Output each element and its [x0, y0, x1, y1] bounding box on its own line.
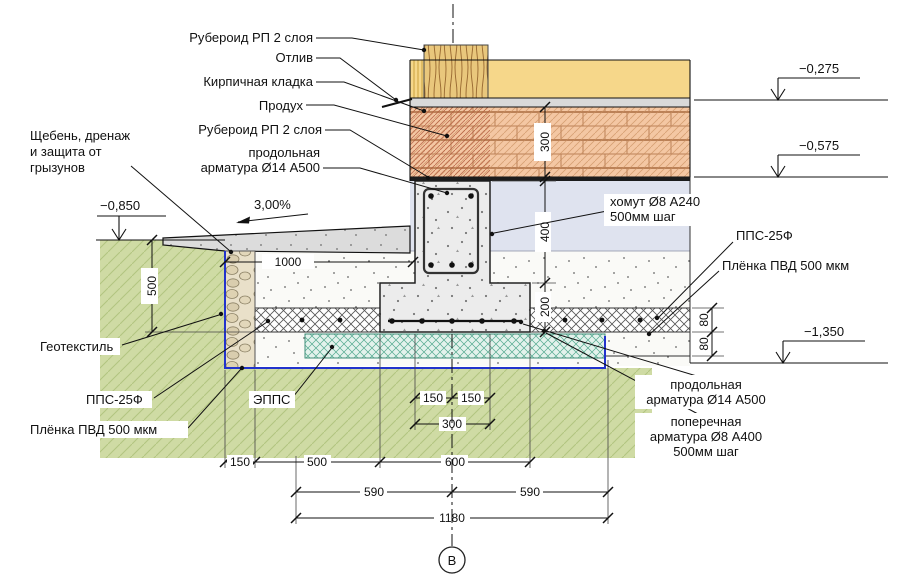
- drip-flashing: [381, 98, 413, 108]
- axis-bubble: [438, 546, 466, 574]
- label-otliv: Отлив: [275, 50, 313, 65]
- label-gravel-3: грызунов: [30, 160, 85, 175]
- elevation-bottom: −1,350: [804, 324, 844, 339]
- dim-400: 400: [538, 222, 552, 242]
- label-stirrup-1: хомут Ø8 А240: [610, 194, 700, 209]
- dim-150-right: 150: [461, 391, 481, 405]
- insulation-board-left: [254, 307, 381, 333]
- stirrup-outline: [422, 187, 480, 275]
- fixing-dot: [337, 317, 343, 323]
- axis-label: В: [448, 553, 457, 568]
- dim-80-bottom: 80: [697, 337, 711, 351]
- rebar-dot: [449, 318, 455, 324]
- label-vent: Продух: [259, 98, 304, 113]
- rebar-dot: [419, 318, 425, 324]
- foundation-pier: [299, 180, 643, 333]
- epps-board: [304, 333, 606, 359]
- gravel-drain-column: [224, 250, 256, 369]
- elev-arrow: [111, 228, 127, 242]
- elevation-left: −0,850: [100, 198, 140, 213]
- rebar-dot: [511, 318, 517, 324]
- label-long-rebar-bot-1: продольная: [670, 377, 742, 392]
- rebar-dot: [389, 318, 395, 324]
- vent-zone: [410, 107, 490, 177]
- label-ruberoid-bottom: Рубероид РП 2 слоя: [198, 122, 322, 137]
- slope-arrow: [236, 216, 250, 224]
- leader-labels: 3,00% Рубероид РП 2 слоя Отлив Кирпичная…: [26, 30, 849, 460]
- elevation-middle: −0,575: [799, 138, 839, 153]
- dim-1000: 1000: [275, 255, 302, 269]
- label-long-rebar-bot-2: арматура Ø14 А500: [646, 392, 765, 407]
- dim-300-bottom: 300: [442, 417, 462, 431]
- dim-c-500: 500: [307, 455, 327, 469]
- elevation-top: −0,275: [799, 61, 839, 76]
- label-cross-rebar-3: 500мм шаг: [673, 444, 739, 459]
- label-cross-rebar-2: арматура Ø8 А400: [650, 429, 762, 444]
- axis-marker: В: [438, 4, 466, 574]
- label-film-right: Плёнка ПВД 500 мкм: [722, 258, 849, 273]
- fixing-dot: [299, 317, 305, 323]
- dimensions: 300 400 200 80 80 1000 500 150 150 300 1…: [141, 101, 724, 525]
- dim-200: 200: [538, 297, 552, 317]
- dim-590-left: 590: [364, 485, 384, 499]
- rebar-dot: [449, 262, 455, 268]
- elev-arrow: [770, 165, 786, 179]
- rebar-dot: [468, 193, 474, 199]
- dim-c-600: 600: [445, 455, 465, 469]
- elevation-marks: −0,850 −0,275 −0,575 −1,350: [96, 61, 888, 365]
- fixing-dot: [599, 317, 605, 323]
- label-ruberoid-top: Рубероид РП 2 слоя: [189, 30, 313, 45]
- dim-150-left: 150: [423, 391, 443, 405]
- dim-80-top: 80: [697, 313, 711, 327]
- concrete-pier: [379, 180, 531, 333]
- label-pps-right: ППС-25Ф: [736, 228, 793, 243]
- dim-c-150: 150: [230, 455, 250, 469]
- label-geotextile: Геотекстиль: [40, 339, 114, 354]
- ruberoid-layer: [410, 177, 690, 181]
- dim-wall-300: 300: [538, 132, 552, 152]
- wall-section: [381, 44, 691, 181]
- rebar-dot: [428, 262, 434, 268]
- dim-500-left: 500: [145, 276, 159, 296]
- elev-arrow: [770, 88, 786, 102]
- label-cross-rebar-1: поперечная: [671, 414, 742, 429]
- label-gravel-1: Щебень, дренаж: [30, 128, 130, 143]
- label-slope: 3,00%: [254, 197, 291, 212]
- label-gravel-2: и защита от: [30, 144, 102, 159]
- timber-beam: [423, 44, 489, 99]
- dim-590-right: 590: [520, 485, 540, 499]
- rebar-dot: [468, 262, 474, 268]
- elev-arrow: [775, 351, 791, 365]
- label-long-rebar-top-1: продольная: [248, 145, 320, 160]
- rebar-dot: [428, 193, 434, 199]
- label-long-rebar-top-2: арматура Ø14 А500: [201, 160, 320, 175]
- label-pps-left: ППС-25Ф: [86, 392, 143, 407]
- soil-bottom: [100, 368, 652, 458]
- label-stirrup-2: 500мм шаг: [610, 209, 676, 224]
- label-film-left: Плёнка ПВД 500 мкм: [30, 422, 157, 437]
- fixing-dot: [562, 317, 568, 323]
- label-brick-masonry: Кирпичная кладка: [203, 74, 313, 89]
- fixing-dot: [637, 317, 643, 323]
- label-epps: ЭППС: [253, 392, 290, 407]
- rebar-dot: [479, 318, 485, 324]
